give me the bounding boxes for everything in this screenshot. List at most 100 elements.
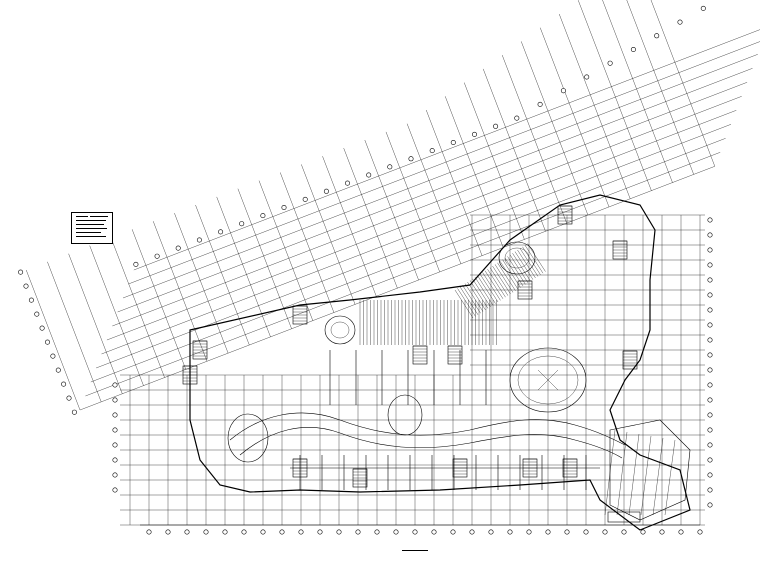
axis-bubble bbox=[218, 229, 224, 235]
axis-bubble bbox=[50, 353, 56, 359]
note-line bbox=[76, 224, 104, 225]
note-line bbox=[76, 236, 106, 237]
axis-bubble bbox=[707, 352, 713, 358]
axis-bubble bbox=[707, 232, 713, 238]
ramp-line bbox=[459, 286, 479, 315]
axis-bubble bbox=[630, 46, 636, 52]
ramp-line bbox=[457, 288, 476, 317]
grid-line bbox=[258, 180, 313, 321]
axis-bubble bbox=[260, 529, 266, 535]
ramp-line bbox=[492, 265, 511, 295]
axis-bubble bbox=[607, 60, 613, 66]
ramp-line bbox=[517, 249, 536, 279]
axis-bubble bbox=[175, 245, 181, 251]
axis-bubble bbox=[707, 457, 713, 463]
ramp-line bbox=[519, 248, 539, 277]
axis-bubble bbox=[514, 115, 520, 121]
grid-line bbox=[79, 166, 715, 411]
axis-bubble bbox=[23, 283, 29, 289]
ramp-line bbox=[482, 272, 501, 301]
axis-bubble bbox=[112, 457, 118, 463]
axis-bubble bbox=[71, 409, 77, 415]
grid-line bbox=[68, 253, 123, 394]
axis-bubble bbox=[61, 381, 67, 387]
grid-line bbox=[153, 221, 208, 362]
axis-bubble bbox=[112, 442, 118, 448]
axis-bubble bbox=[355, 529, 361, 535]
grid-line bbox=[301, 164, 356, 305]
axis-bubble bbox=[697, 529, 703, 535]
axis-bubble bbox=[260, 213, 266, 219]
grid-line bbox=[128, 41, 760, 285]
grid-line bbox=[364, 139, 419, 281]
axis-bubble bbox=[700, 5, 706, 11]
grid-line bbox=[131, 229, 186, 370]
axis-bubble bbox=[34, 311, 40, 317]
axis-bubble bbox=[469, 529, 475, 535]
grid-line bbox=[26, 269, 81, 411]
ramp-line bbox=[454, 289, 474, 319]
atrium-mid bbox=[324, 315, 356, 345]
axis-bubble bbox=[112, 472, 118, 478]
axis-bubble bbox=[112, 412, 118, 418]
axis-bubble bbox=[707, 307, 713, 313]
axis-bubble bbox=[112, 397, 118, 403]
ramp-line bbox=[514, 251, 534, 280]
ramp-hatching bbox=[359, 243, 546, 345]
axis-bubble bbox=[317, 529, 323, 535]
axis-bubble bbox=[154, 253, 160, 259]
grid-line bbox=[133, 29, 760, 271]
axis-bubble bbox=[707, 277, 713, 283]
axis-bubble bbox=[545, 529, 551, 535]
grid-line bbox=[626, 0, 694, 175]
axis-bubble bbox=[654, 33, 660, 39]
grid-line bbox=[628, 433, 640, 516]
ramp-line bbox=[489, 267, 509, 296]
ramp-line bbox=[502, 259, 521, 288]
ramp-line bbox=[527, 243, 546, 272]
axis-bubble bbox=[707, 337, 713, 343]
wing-label-box bbox=[607, 511, 641, 523]
axis-bubble bbox=[239, 221, 245, 227]
grid-line bbox=[640, 435, 652, 516]
grid-line bbox=[47, 261, 102, 402]
axis-bubble bbox=[281, 205, 287, 211]
axis-bubble bbox=[707, 382, 713, 388]
ramp-line bbox=[477, 275, 496, 304]
ramp-line bbox=[507, 256, 526, 285]
grid-line bbox=[195, 204, 250, 346]
plan-title-underline bbox=[402, 550, 428, 551]
axis-bubble bbox=[279, 529, 285, 535]
grid-line bbox=[110, 237, 165, 378]
axis-bubble bbox=[537, 101, 543, 107]
axis-bubble bbox=[28, 297, 34, 303]
ramp-line bbox=[524, 245, 544, 274]
axis-bubble bbox=[707, 502, 713, 508]
grid-line bbox=[464, 82, 525, 240]
axis-bubble bbox=[431, 529, 437, 535]
grid-line bbox=[96, 124, 732, 369]
grid-line bbox=[650, 0, 715, 167]
grid-line bbox=[237, 188, 292, 329]
axis-bubble bbox=[640, 529, 646, 535]
axis-bubble bbox=[429, 148, 435, 154]
axis-bubble bbox=[55, 367, 61, 373]
mall-corridor-inner bbox=[239, 427, 623, 459]
axis-bubble bbox=[584, 74, 590, 80]
grid-line bbox=[343, 148, 398, 289]
ramp-line bbox=[512, 253, 531, 282]
axis-bubble bbox=[707, 487, 713, 493]
axis-bubble bbox=[560, 88, 566, 94]
axis-bubble bbox=[583, 529, 589, 535]
ramp-line bbox=[464, 283, 484, 312]
rotated-column-grid bbox=[26, 0, 760, 411]
axis-bubble bbox=[241, 529, 247, 535]
grid-line bbox=[112, 82, 748, 327]
grid-line bbox=[483, 68, 546, 232]
axis-bubble bbox=[707, 262, 713, 268]
grid-line bbox=[85, 152, 721, 397]
axis-bubble bbox=[203, 529, 209, 535]
ramp-line bbox=[509, 254, 529, 283]
grid-line bbox=[385, 131, 440, 272]
